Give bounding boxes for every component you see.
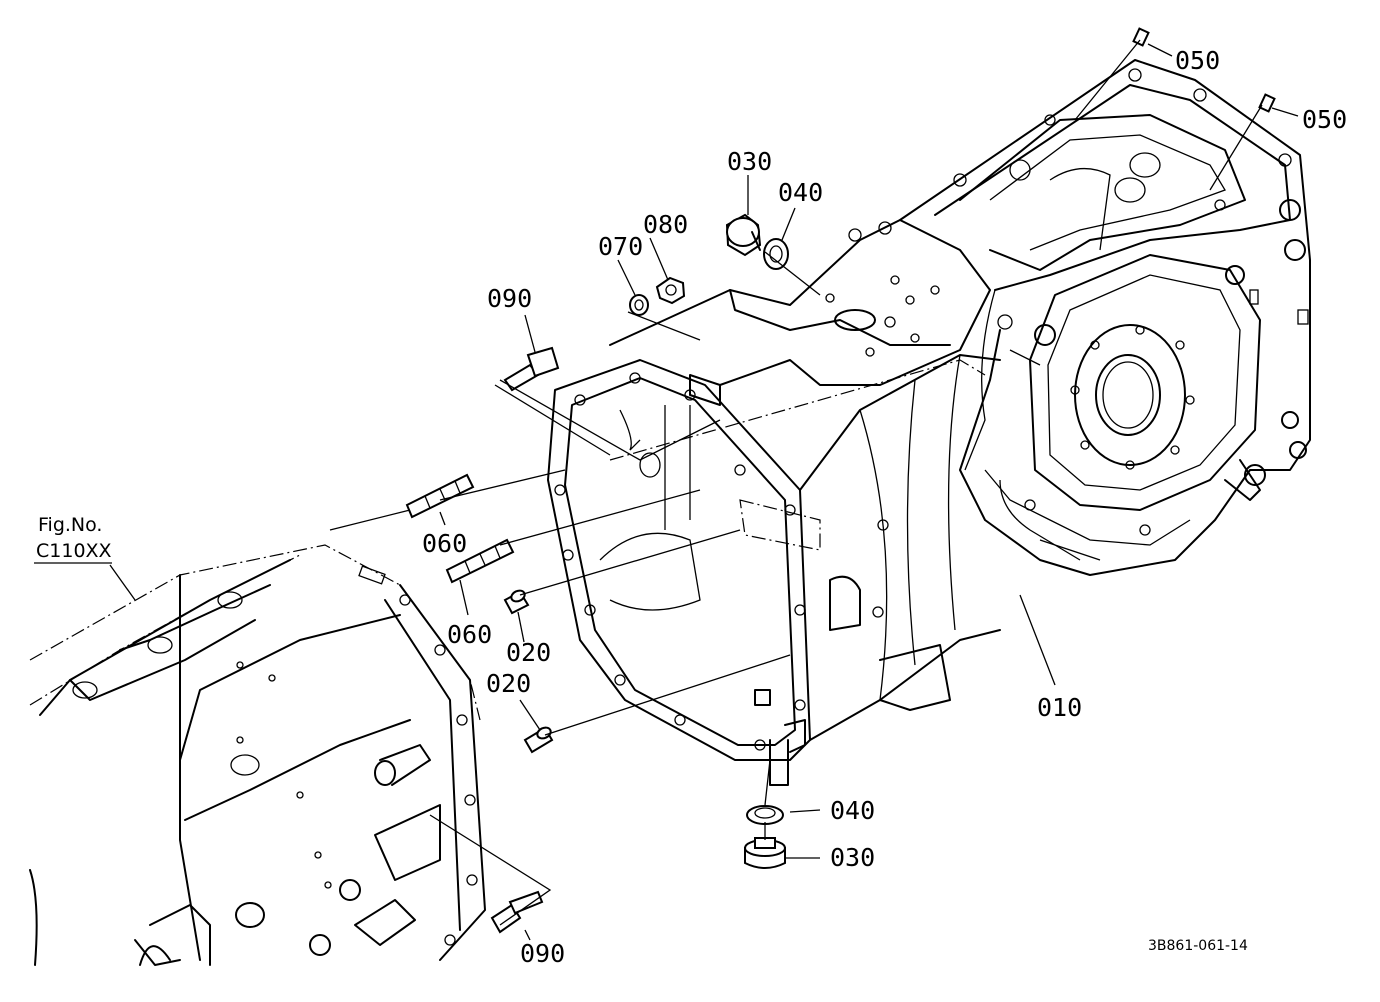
- label-040-top: 040: [778, 178, 823, 207]
- bolt-090-bottom: [490, 890, 544, 934]
- plug-030-top: [725, 213, 762, 257]
- stud-060-upper: [405, 473, 475, 519]
- bolt-090-top: [503, 346, 560, 392]
- seal-070: [629, 294, 649, 316]
- rear-housing: [899, 59, 1311, 576]
- label-060-upper: 060: [422, 529, 467, 558]
- label-020-lower: 020: [486, 669, 531, 698]
- label-090-bottom: 090: [520, 939, 565, 968]
- figure-ref-line2: C110XX: [36, 540, 112, 562]
- callout-labels: 050 050 030 040 080 070 090 060 060 020 …: [422, 46, 1347, 968]
- dowel-pin-020-upper: [503, 589, 530, 615]
- figure-reference: Fig.No. C110XX: [34, 514, 112, 564]
- set-screw-050-right: [1258, 93, 1276, 113]
- label-080: 080: [643, 210, 688, 239]
- label-020-upper: 020: [506, 638, 551, 667]
- washer-040-top: [763, 238, 789, 270]
- transmission-case: [547, 219, 1013, 786]
- label-030-top: 030: [727, 147, 772, 176]
- plug-030-bottom: [744, 837, 786, 869]
- label-050-top: 050: [1175, 46, 1220, 75]
- label-090-top: 090: [487, 284, 532, 313]
- dowel-pin-020-lower: [523, 726, 554, 754]
- nut-080: [655, 276, 686, 305]
- flange-bolt-holes: [554, 372, 806, 751]
- washer-040-bottom: [746, 805, 784, 825]
- figure-ref-line1: Fig.No.: [38, 514, 102, 536]
- label-030-bottom: 030: [830, 843, 875, 872]
- drawing-code: 3B861-061-14: [1148, 938, 1248, 954]
- set-screw-050-top: [1132, 27, 1150, 47]
- label-010: 010: [1037, 693, 1082, 722]
- label-050-right: 050: [1302, 105, 1347, 134]
- label-060-lower: 060: [447, 620, 492, 649]
- assembly-lines: [329, 39, 1263, 926]
- stud-060-lower: [445, 538, 515, 584]
- leader-lines: [109, 43, 1299, 941]
- label-070: 070: [598, 232, 643, 261]
- label-040-bottom: 040: [830, 796, 875, 825]
- adjacent-housing: [29, 544, 486, 966]
